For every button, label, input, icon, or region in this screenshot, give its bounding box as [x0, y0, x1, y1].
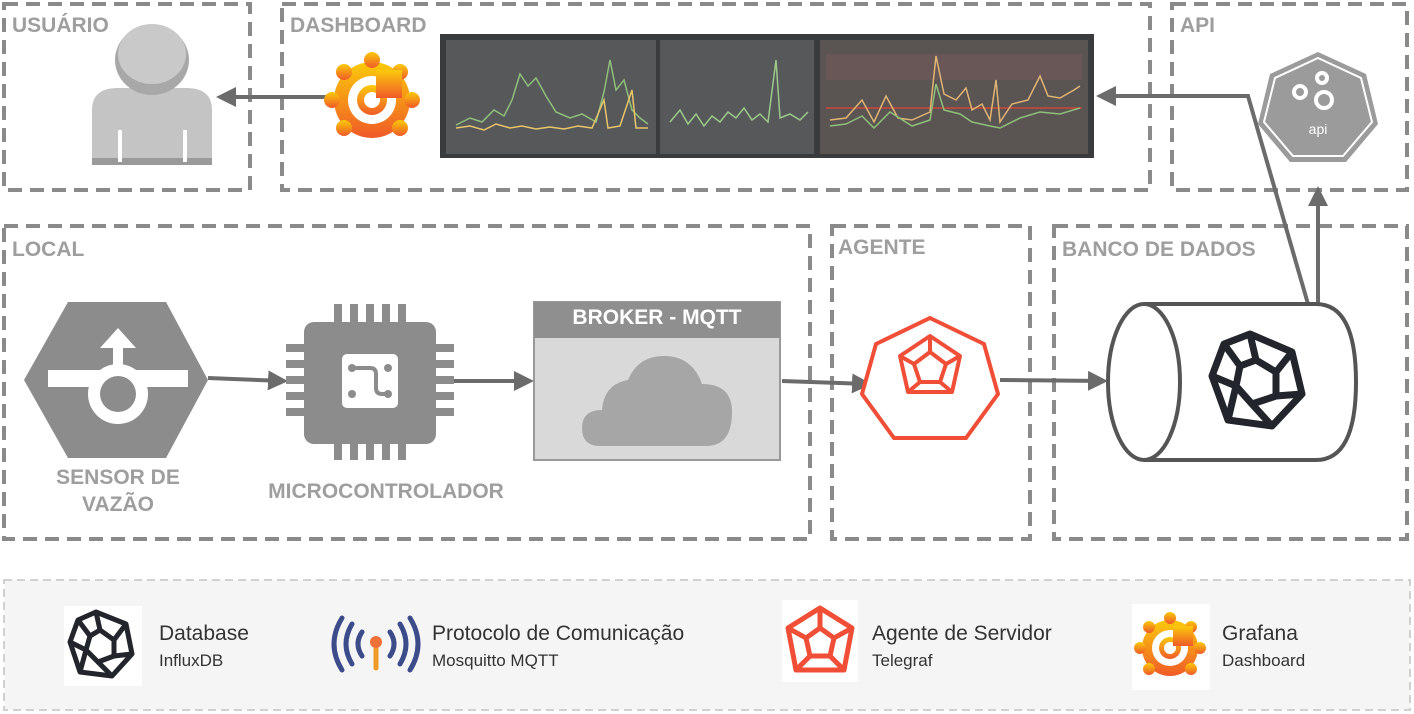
legend-protocolo-subtitle: Mosquitto MQTT [432, 651, 559, 670]
user-icon [92, 24, 212, 165]
gears-icon [1292, 71, 1334, 110]
arrow-sensor-to-micro [207, 370, 288, 391]
legend-database-subtitle: InfluxDB [159, 651, 224, 670]
section-label-api: API [1180, 14, 1216, 37]
legend-database-title: Database [159, 622, 249, 645]
cloud-icon [582, 356, 732, 446]
section-label-usuario: USUÁRIO [12, 14, 109, 37]
panel2-line-green [669, 59, 809, 128]
legend-protocolo-title: Protocolo de Comunicação [432, 622, 685, 645]
legend-grafana-title: Grafana [1222, 622, 1298, 645]
panel3-line-green [829, 83, 1081, 130]
panel1-line-yellow [455, 89, 648, 131]
panel1-line-green [455, 59, 649, 126]
sensor-label: SENSOR DE VAZÃO [56, 466, 180, 516]
legend-grafana-icon [1132, 604, 1210, 690]
legend-mqtt-icon [331, 615, 421, 673]
arrow-broker-to-agent [781, 373, 872, 394]
influxdb-db-icon [1208, 330, 1306, 430]
api-label: api [1308, 121, 1328, 137]
legend-influxdb-icon [64, 606, 142, 686]
arrow-database-to-dashboard [1096, 86, 1310, 305]
section-label-local: LOCAL [12, 238, 85, 261]
broker-title: BROKER - MQTT [572, 306, 742, 329]
flow-sensor-icon [24, 302, 208, 458]
legend-grafana-subtitle: Dashboard [1222, 651, 1306, 670]
grafana-logo-icon [324, 52, 420, 138]
arrow-agent-to-database [999, 370, 1108, 391]
legend-agente-subtitle: Telegraf [872, 651, 933, 670]
api-hexagon-icon [1258, 52, 1378, 162]
section-label-banco: BANCO DE DADOS [1062, 238, 1256, 261]
telegraf-agent-icon [859, 315, 1001, 440]
dashboard-screenshot [440, 34, 1094, 158]
microcontroller-icon [286, 304, 454, 460]
section-label-dashboard: DASHBOARD [290, 14, 427, 37]
broker-window [533, 301, 781, 461]
panel3-line-orange [829, 55, 1081, 125]
database-cylinder [1106, 302, 1359, 462]
section-local-box [2, 224, 812, 541]
microcontrolador-label: MICROCONTROLADOR [268, 480, 504, 503]
legend-telegraf-icon [782, 600, 858, 682]
legend-agente-title: Agente de Servidor [872, 622, 1052, 645]
section-label-agente: AGENTE [838, 236, 926, 259]
